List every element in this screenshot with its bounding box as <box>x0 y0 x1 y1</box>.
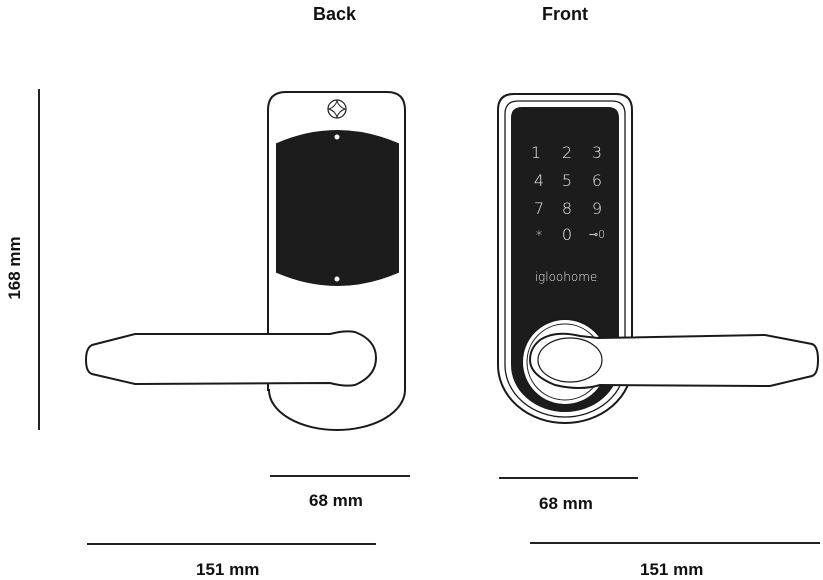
back-width-line <box>270 475 410 477</box>
back-panel <box>276 130 399 286</box>
key-7[interactable]: 7 <box>534 199 544 218</box>
screw-icon <box>327 99 347 119</box>
front-length-line <box>530 542 820 544</box>
height-dimension-line <box>38 89 40 430</box>
key-3[interactable]: 3 <box>592 143 602 162</box>
panel-hole-top <box>334 134 340 140</box>
brand-logo: igloohome <box>535 270 598 284</box>
back-lever-handle <box>84 330 378 387</box>
key-lock-icon[interactable]: ⊸0 <box>589 228 605 241</box>
front-view <box>497 93 820 424</box>
key-9[interactable]: 9 <box>592 199 602 218</box>
key-6[interactable]: 6 <box>592 171 602 190</box>
key-4[interactable]: 4 <box>534 171 544 190</box>
back-width-label: 68 mm <box>309 491 363 510</box>
back-view <box>84 91 406 431</box>
keypad: 1 2 3 4 5 6 7 8 9 * 0 ⊸0 igloohome <box>531 143 605 284</box>
front-width-line <box>499 477 638 479</box>
key-star[interactable]: * <box>536 229 543 244</box>
front-view-title: Front <box>542 4 588 24</box>
panel-hole-bottom <box>334 276 340 282</box>
front-lever-cap <box>537 337 603 383</box>
front-lever-handle <box>528 332 820 389</box>
key-1[interactable]: 1 <box>531 143 541 162</box>
back-view-title: Back <box>313 4 357 24</box>
back-length-line <box>87 543 376 545</box>
back-length-label: 151 mm <box>196 560 260 579</box>
key-5[interactable]: 5 <box>562 171 572 190</box>
key-8[interactable]: 8 <box>562 199 572 218</box>
front-width-label: 68 mm <box>539 494 593 513</box>
front-length-label: 151 mm <box>640 560 704 579</box>
key-2[interactable]: 2 <box>562 143 572 162</box>
key-0[interactable]: 0 <box>562 225 572 244</box>
